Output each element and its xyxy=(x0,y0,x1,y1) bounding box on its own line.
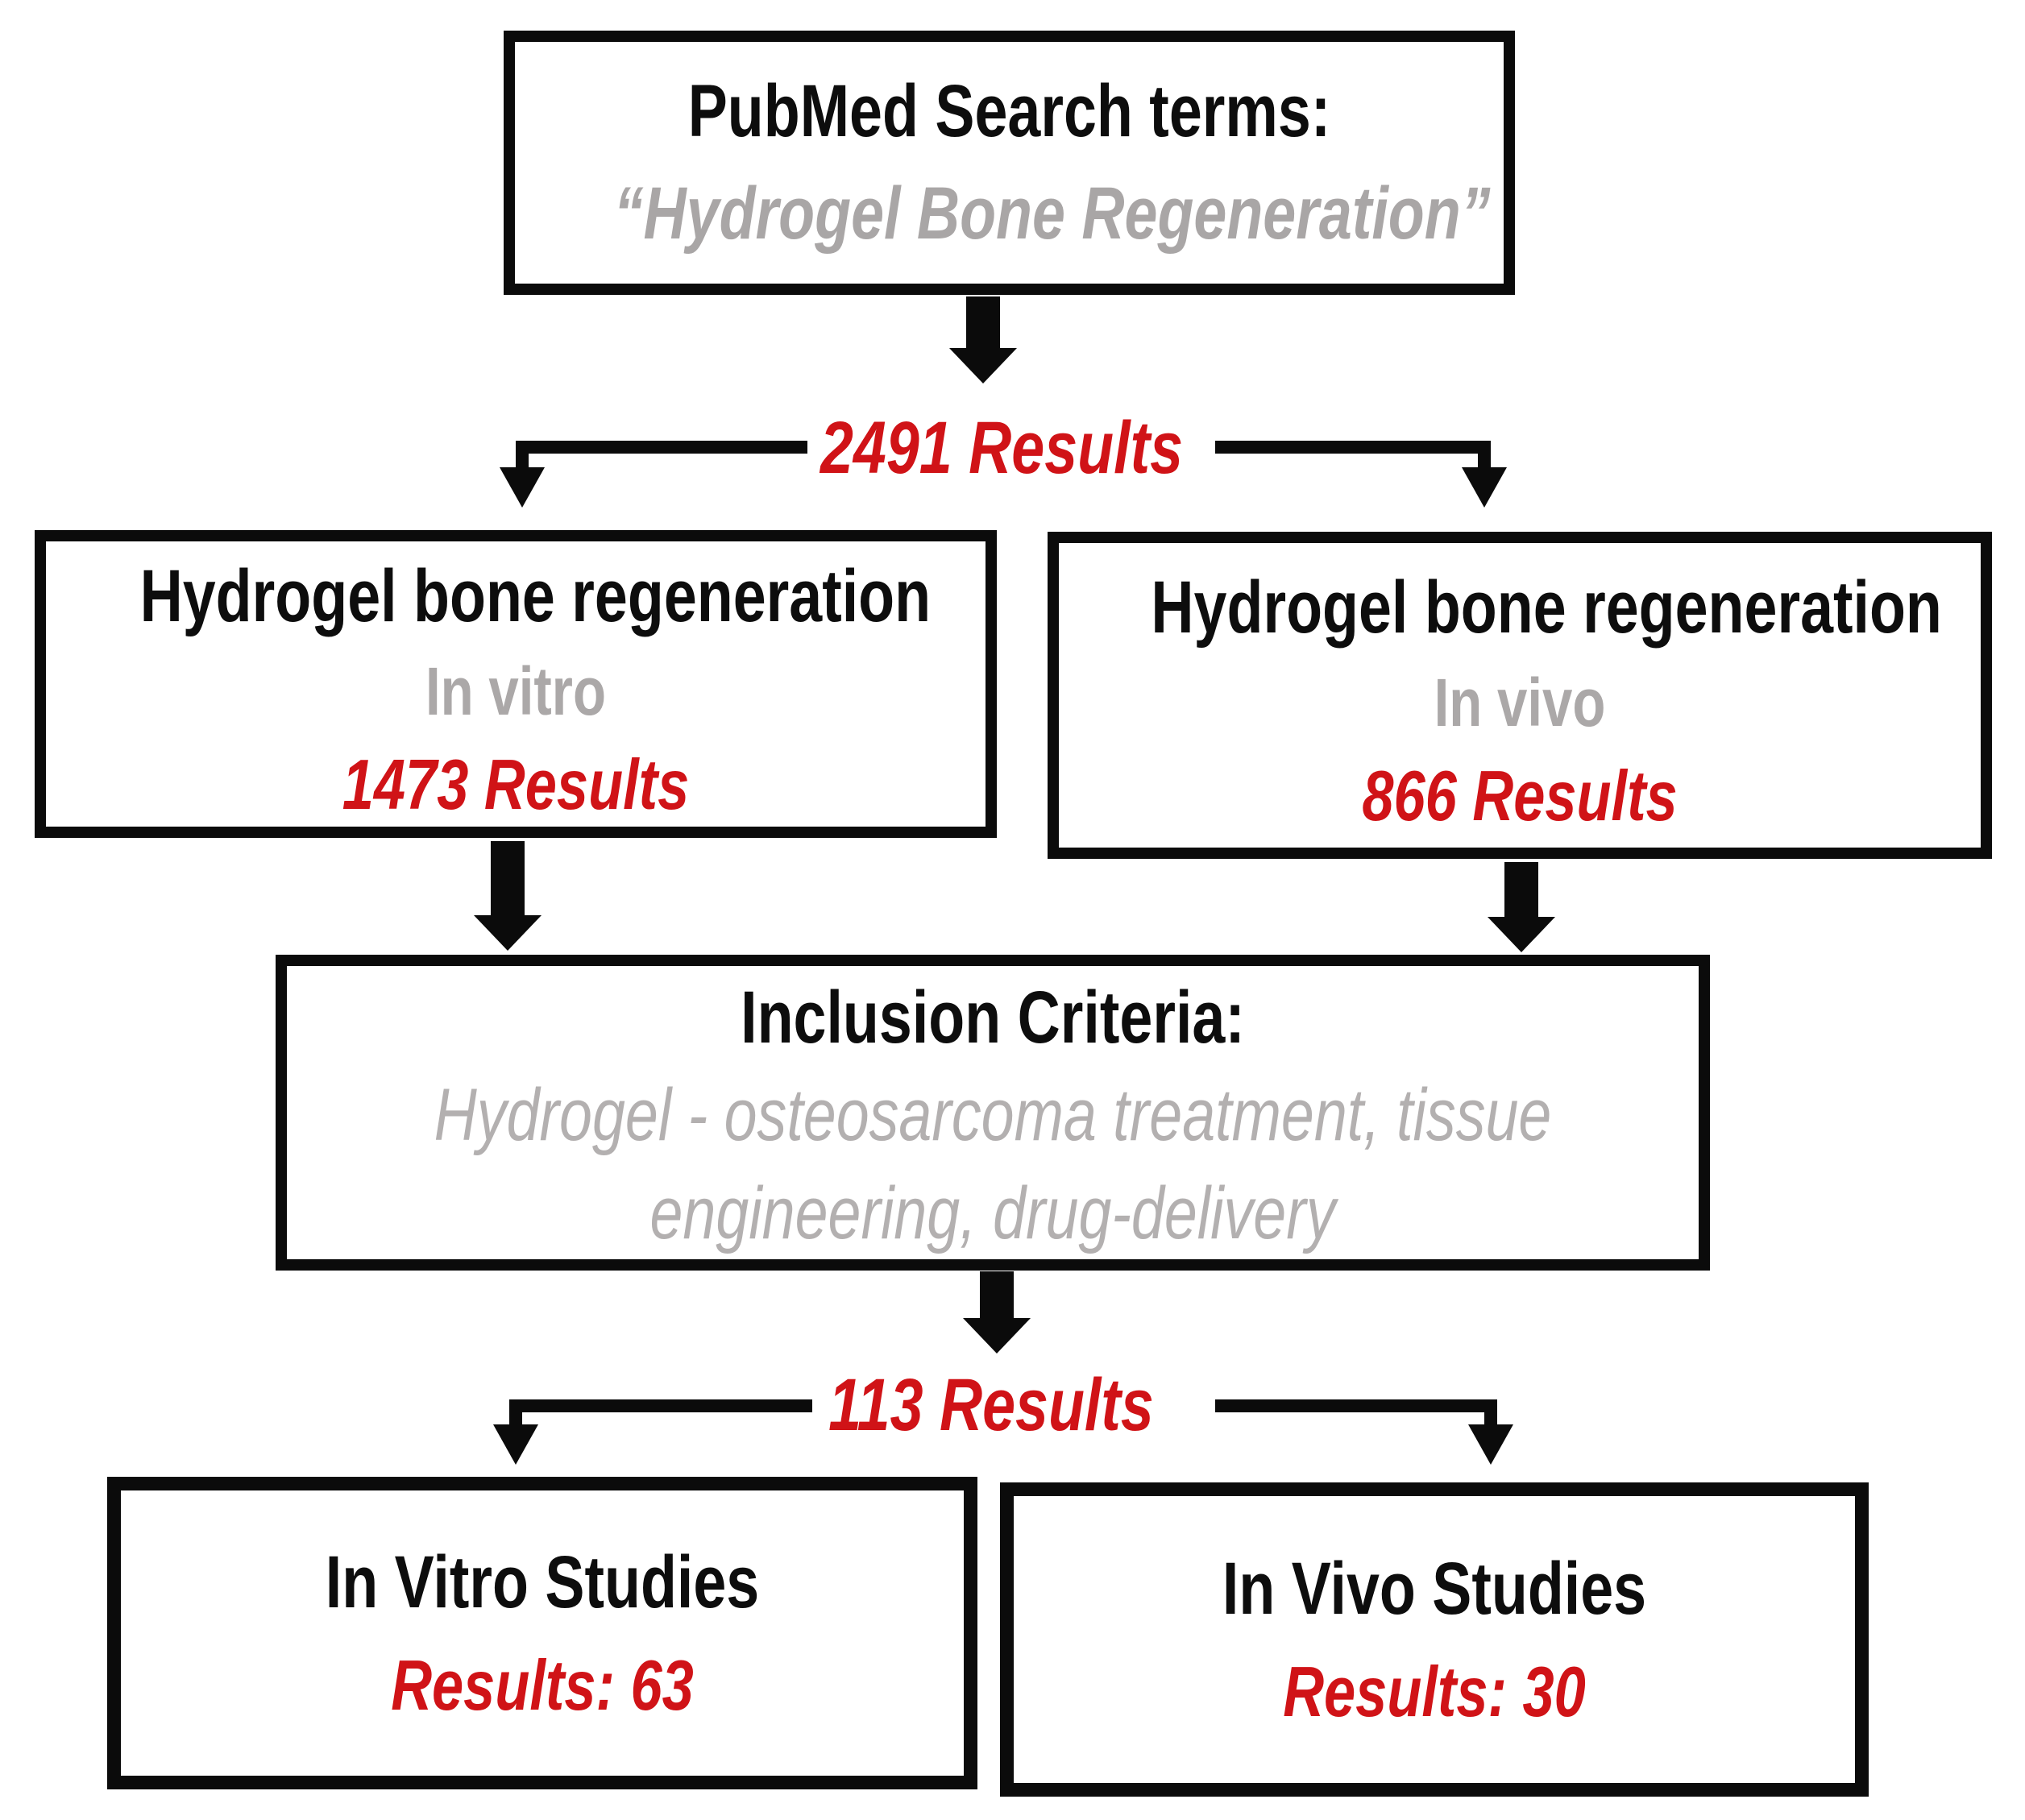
arrow-down-icon-invitro-to-inclusion xyxy=(474,841,542,951)
pubmed-search-query: “Hydrogel Bone Regeneration” xyxy=(613,172,1491,255)
node-invitro-studies: In Vitro Studies Results: 63 xyxy=(107,1477,977,1789)
node-invitro: Hydrogel bone regeneration In vitro 1473… xyxy=(35,530,997,838)
invivo-studies-title: In Vivo Studies xyxy=(1222,1547,1647,1630)
invitro-title: Hydrogel bone regeneration xyxy=(139,555,932,638)
invivo-title: Hydrogel bone regeneration xyxy=(1151,566,1942,649)
pubmed-search-title: PubMed Search terms: xyxy=(687,69,1331,152)
elbow-arrow-left-filtered xyxy=(493,1399,812,1465)
inclusion-criteria-line2: engineering, drug-delivery xyxy=(649,1171,1336,1254)
arrow-down-icon-inclusion-to-filtered xyxy=(963,1271,1031,1354)
elbow-arrow-right-total xyxy=(1215,441,1507,508)
node-invivo-studies: In Vivo Studies Results: 30 xyxy=(1000,1482,1869,1797)
invivo-studies-results: Results: 30 xyxy=(1283,1652,1586,1732)
inclusion-title: Inclusion Criteria: xyxy=(741,976,1245,1059)
elbow-arrow-left-total xyxy=(500,441,807,508)
node-pubmed-search: PubMed Search terms: “Hydrogel Bone Rege… xyxy=(504,31,1515,295)
inclusion-criteria-line1: Hydrogel - osteosarcoma treatment, tissu… xyxy=(434,1074,1552,1157)
elbow-arrow-right-filtered xyxy=(1215,1399,1513,1465)
invivo-subtitle: In vivo xyxy=(1434,664,1606,740)
node-invivo: Hydrogel bone regeneration In vivo 866 R… xyxy=(1048,532,1992,859)
label-total-results: 2491 Results xyxy=(820,407,1184,489)
invitro-results: 1473 Results xyxy=(342,744,690,824)
label-filtered-results: 113 Results xyxy=(828,1364,1154,1446)
invitro-studies-title: In Vitro Studies xyxy=(325,1540,760,1623)
invitro-subtitle: In vitro xyxy=(425,653,606,729)
arrow-down-icon-invivo-to-inclusion xyxy=(1488,862,1555,952)
invivo-results: 866 Results xyxy=(1362,755,1678,835)
invitro-studies-results: Results: 63 xyxy=(391,1645,694,1726)
node-inclusion-criteria: Inclusion Criteria: Hydrogel - osteosarc… xyxy=(276,955,1710,1271)
